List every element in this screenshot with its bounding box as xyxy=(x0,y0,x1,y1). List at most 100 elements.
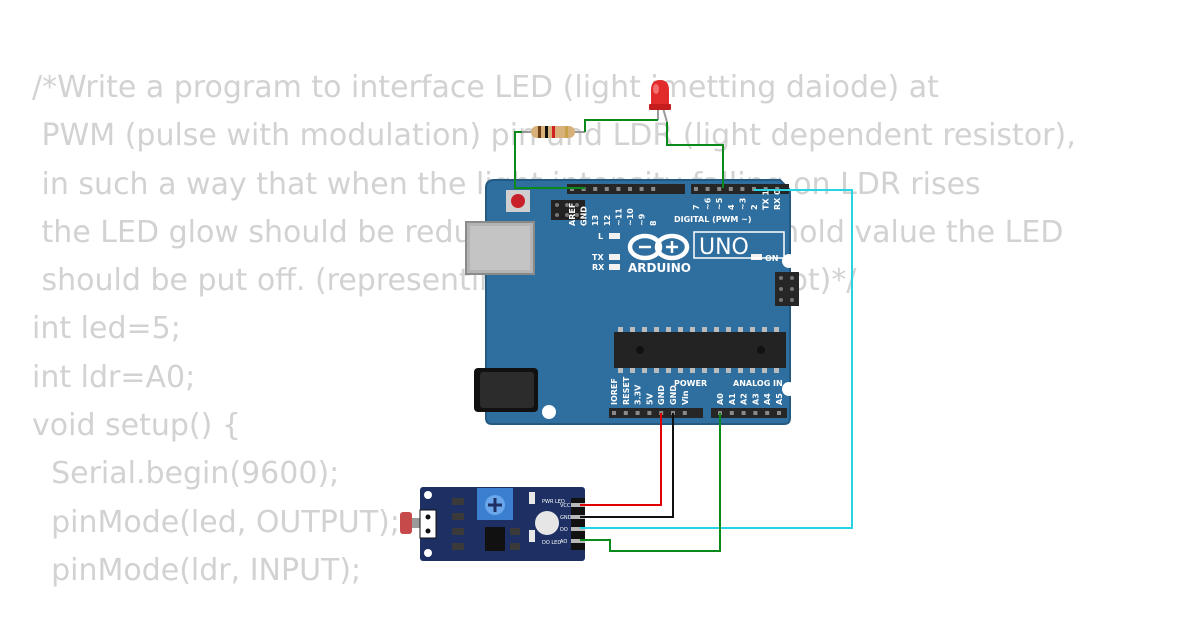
wire-resistor-led xyxy=(584,119,658,132)
code-line: void setup() { xyxy=(32,408,241,444)
pin-hole[interactable] xyxy=(616,187,621,191)
mounting-hole xyxy=(782,254,796,268)
chip-leg xyxy=(738,367,743,373)
module-pin-label: GND xyxy=(560,515,572,521)
code-line: int led=5; xyxy=(32,311,181,347)
pin-label: 13 xyxy=(591,215,600,226)
pin-label: AREF xyxy=(568,203,577,226)
icsp-pins xyxy=(555,203,579,217)
pin-label: ~5 xyxy=(715,197,724,210)
wire-vcc-5v xyxy=(580,413,662,506)
chip-leg xyxy=(714,327,719,333)
comparator-ic xyxy=(485,527,505,551)
pin-label: ~11 xyxy=(614,208,623,226)
chip-leg xyxy=(690,367,695,373)
pin-hole[interactable] xyxy=(639,187,644,191)
pin-hole[interactable] xyxy=(728,187,733,191)
pwr-led-label: PWR LED xyxy=(542,499,565,505)
module-pin[interactable] xyxy=(571,515,585,519)
mounting-hole xyxy=(782,382,796,396)
module-pin[interactable] xyxy=(571,503,585,507)
pin-hole[interactable] xyxy=(647,411,652,415)
chip-leg xyxy=(642,327,647,333)
pin-hole[interactable] xyxy=(651,187,656,191)
pin-label: GND xyxy=(669,385,678,405)
chip-leg xyxy=(618,367,623,373)
pin-label: A5 xyxy=(775,393,784,405)
module-pin[interactable] xyxy=(571,527,585,531)
red-led[interactable] xyxy=(649,80,671,123)
rx-led xyxy=(609,264,620,270)
pin-label: Vin xyxy=(681,390,690,405)
pin-label: TX 1 xyxy=(762,190,771,210)
wire-led-pin5 xyxy=(666,122,724,188)
icsp-right-pins xyxy=(779,276,794,302)
chip-leg xyxy=(726,367,731,373)
chip-leg xyxy=(678,327,683,333)
chip-leg xyxy=(738,327,743,333)
do-led-label: DO LED xyxy=(542,540,561,546)
wire-ao-a0 xyxy=(580,413,721,552)
rx-label: RX xyxy=(592,263,605,272)
ldr-connector xyxy=(419,509,437,539)
pin-hole[interactable] xyxy=(765,411,770,415)
pin-hole[interactable] xyxy=(682,411,687,415)
chip-leg xyxy=(654,327,659,333)
chip-leg xyxy=(630,367,635,373)
uno-badge xyxy=(693,231,785,259)
power-header xyxy=(609,408,703,418)
pin-hole[interactable] xyxy=(717,187,722,191)
pin-label: IOREF xyxy=(610,378,619,405)
pin-hole[interactable] xyxy=(593,187,598,191)
pin-hole[interactable] xyxy=(729,411,734,415)
pin-hole[interactable] xyxy=(740,187,745,191)
l-label: L xyxy=(598,232,603,241)
chip-leg xyxy=(750,367,755,373)
pin-label: A4 xyxy=(763,393,772,405)
arduino-logo-icon xyxy=(627,233,690,261)
pin-hole[interactable] xyxy=(741,411,746,415)
reset-button[interactable] xyxy=(511,194,525,208)
module-pin[interactable] xyxy=(571,539,585,543)
wires xyxy=(514,119,853,552)
power-jack-shade xyxy=(480,372,534,408)
connector-pin xyxy=(425,528,431,534)
pin-hole[interactable] xyxy=(635,411,640,415)
pin-label: RESET xyxy=(622,376,631,405)
module-hole xyxy=(424,549,432,557)
module-pin-label: AO xyxy=(560,539,567,545)
connector-pin xyxy=(425,514,431,520)
pin-label: A1 xyxy=(728,393,737,405)
chip-leg xyxy=(666,367,671,373)
pin-hole[interactable] xyxy=(612,411,616,415)
digital-header-label: DIGITAL (PWM ~) xyxy=(674,215,752,224)
chip-leg xyxy=(702,367,707,373)
digital-header-right xyxy=(691,184,789,194)
chip-leg xyxy=(702,327,707,333)
wire-do-pin2 xyxy=(580,189,853,529)
pin-label: A3 xyxy=(751,393,760,405)
l-led xyxy=(609,233,620,239)
pin-hole[interactable] xyxy=(623,411,628,415)
pin-hole[interactable] xyxy=(604,187,609,191)
code-line: Serial.begin(9600); xyxy=(32,456,340,492)
pin-hole[interactable] xyxy=(777,411,781,415)
module-pin-label: VCC xyxy=(560,503,571,509)
chip-leg xyxy=(714,367,719,373)
do-led xyxy=(529,530,535,542)
pin-hole[interactable] xyxy=(753,411,758,415)
pin-hole[interactable] xyxy=(694,187,698,191)
usb-port-inner xyxy=(470,226,530,270)
pin-hole[interactable] xyxy=(705,187,710,191)
tx-led xyxy=(609,254,620,260)
resistor[interactable] xyxy=(522,126,585,138)
module-pins xyxy=(571,503,585,543)
board-brand: ARDUINO xyxy=(628,261,691,275)
pin-hole[interactable] xyxy=(628,187,632,191)
pin-label: 4 xyxy=(727,204,736,210)
atmega-chip xyxy=(614,327,786,373)
